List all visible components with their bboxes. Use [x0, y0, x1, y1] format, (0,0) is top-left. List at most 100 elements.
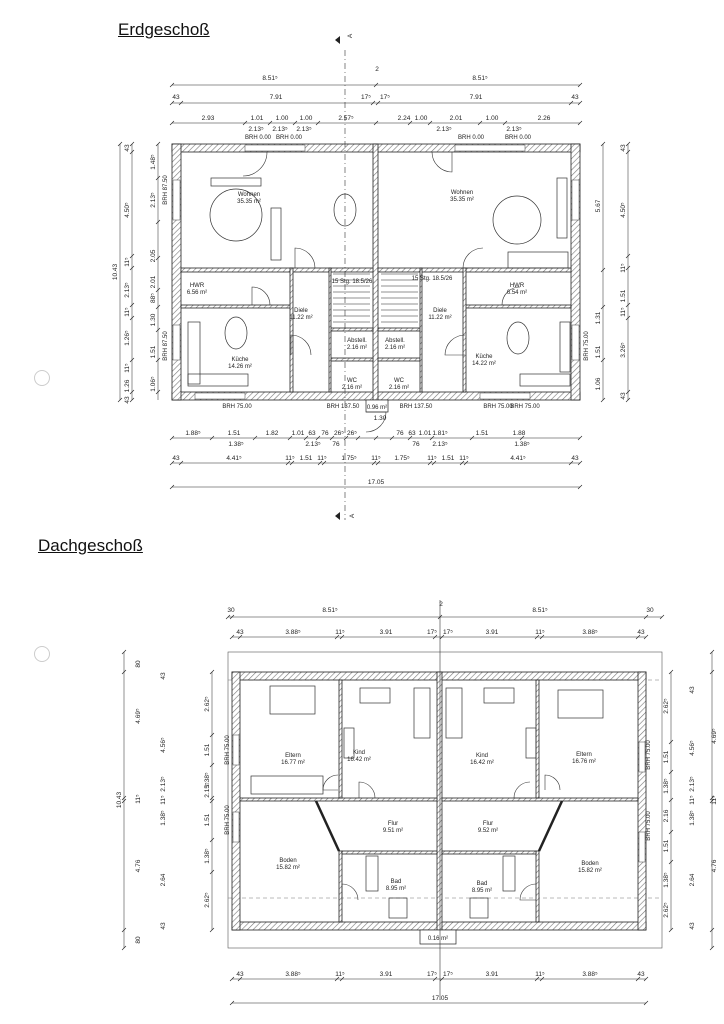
dimension-label: 1.51 — [663, 750, 670, 763]
dimension-label: 8.51⁵ — [322, 607, 338, 614]
line — [169, 82, 175, 88]
dimension-label: 80 — [135, 936, 142, 944]
line — [229, 976, 235, 982]
window — [194, 392, 246, 400]
dimension-label: 1.88 — [513, 430, 526, 437]
dimension-label: 26⁵ — [334, 430, 344, 437]
line — [407, 435, 413, 441]
furniture — [469, 897, 489, 919]
brh-label: BRH 137.50 — [400, 404, 433, 410]
entrance-landing — [419, 929, 457, 945]
dimension-label: 1.31 — [595, 311, 602, 324]
line — [343, 435, 349, 441]
line — [225, 614, 231, 620]
line — [668, 829, 674, 835]
punch-hole — [34, 370, 50, 386]
line — [209, 732, 215, 738]
wall — [231, 671, 241, 931]
wall — [436, 671, 443, 931]
dimension-label: 1.75⁵ — [341, 455, 357, 462]
door-swing — [341, 883, 359, 901]
line — [625, 397, 631, 403]
dimension-label: 1.51 — [476, 430, 489, 437]
dimension-label: 1.26 — [124, 379, 131, 392]
line — [709, 649, 715, 655]
dining-table — [224, 316, 248, 350]
room-name: Eltern — [285, 753, 301, 759]
room-name: Boden — [581, 861, 598, 867]
line — [252, 435, 258, 441]
line — [209, 435, 215, 441]
line — [267, 120, 273, 126]
line — [129, 253, 135, 259]
dimension-label: 11⁵ — [459, 455, 469, 462]
furniture — [270, 207, 282, 261]
dimension-label: 43 — [571, 455, 579, 462]
line — [568, 460, 574, 466]
line — [432, 976, 438, 982]
line — [334, 976, 340, 982]
line — [643, 1000, 649, 1006]
wall — [338, 850, 343, 923]
line — [709, 798, 715, 804]
line — [169, 435, 175, 441]
furniture — [556, 177, 568, 239]
line — [577, 460, 583, 466]
dimension-label: 30 — [646, 607, 654, 614]
line — [155, 219, 161, 225]
wall — [535, 850, 540, 923]
section-arrow-icon — [335, 36, 340, 44]
brh-label: BRH 75.00 — [225, 735, 231, 765]
line — [155, 255, 161, 261]
line — [668, 797, 674, 803]
dimension-label: 2.13⁵ — [296, 126, 312, 133]
line — [643, 976, 649, 982]
room-area: 16.42 m² — [347, 757, 371, 763]
wall — [180, 304, 292, 309]
dimension-label: 43 — [172, 94, 180, 101]
dimension-label: 2.13⁵ — [248, 126, 264, 133]
line — [625, 302, 631, 308]
dimension-label: 2.13⁵ — [689, 776, 696, 792]
dimension-label: 2.62⁵ — [663, 698, 670, 714]
wall — [338, 679, 343, 799]
wall — [377, 357, 421, 362]
dimension-label: 17⁵ — [427, 971, 437, 978]
dining-table — [506, 321, 530, 355]
dimension-label: 2.13⁵ — [436, 126, 452, 133]
line — [129, 141, 135, 147]
room-area: 15.82 m² — [578, 868, 602, 874]
line — [625, 253, 631, 259]
wall — [341, 850, 438, 855]
door-swing — [444, 334, 466, 356]
dimension-label: 4.69⁵ — [711, 728, 718, 744]
dimension-label: 43 — [637, 971, 645, 978]
brh-label: BRH 75.00 — [483, 404, 513, 410]
line — [534, 634, 540, 640]
section-arrow-icon — [335, 512, 340, 520]
dimension-label: 17⁵ — [443, 629, 453, 636]
dimension-label: 2.57⁵ — [338, 115, 354, 122]
line — [469, 435, 475, 441]
wall — [462, 267, 467, 393]
line — [169, 100, 175, 106]
line — [129, 357, 135, 363]
dimension-label: 11⁵ — [535, 629, 545, 636]
line — [229, 1000, 235, 1006]
line — [334, 634, 340, 640]
dimension-label: 11⁵ — [124, 307, 131, 317]
line — [389, 435, 395, 441]
line — [668, 739, 674, 745]
line — [289, 460, 295, 466]
line — [373, 120, 379, 126]
rug-table — [209, 188, 263, 242]
section-marker: A — [349, 513, 356, 518]
line — [121, 669, 127, 675]
wall — [239, 797, 438, 802]
line — [229, 614, 235, 620]
room-area: 11.22 m² — [289, 315, 312, 321]
line — [429, 435, 435, 441]
wall — [329, 357, 374, 362]
wall — [441, 850, 537, 855]
door-swing — [519, 883, 537, 901]
